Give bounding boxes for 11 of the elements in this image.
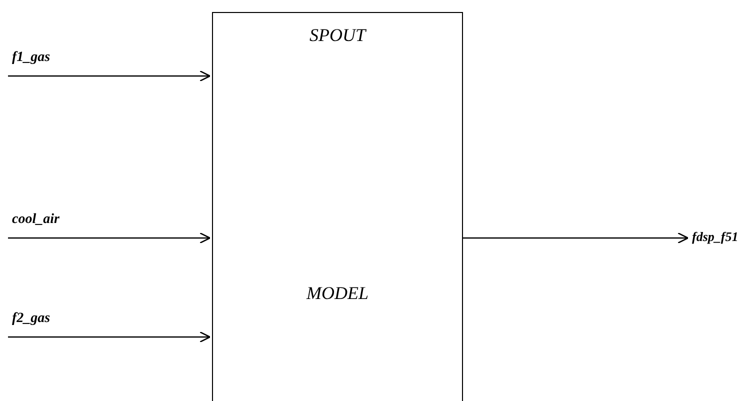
- edge-label: f1_gas: [12, 50, 50, 66]
- edge-label: f2_gas: [12, 311, 50, 327]
- process-box: [212, 12, 463, 401]
- arrow: [8, 331, 211, 343]
- box-title: MODEL: [305, 283, 370, 304]
- signal-label: fdsp_f51: [692, 229, 738, 245]
- arrow: [463, 232, 689, 244]
- arrow: [8, 70, 211, 82]
- edge-label: cool_air: [12, 212, 60, 228]
- arrow: [8, 232, 211, 244]
- box-title: SPOUT: [308, 25, 368, 46]
